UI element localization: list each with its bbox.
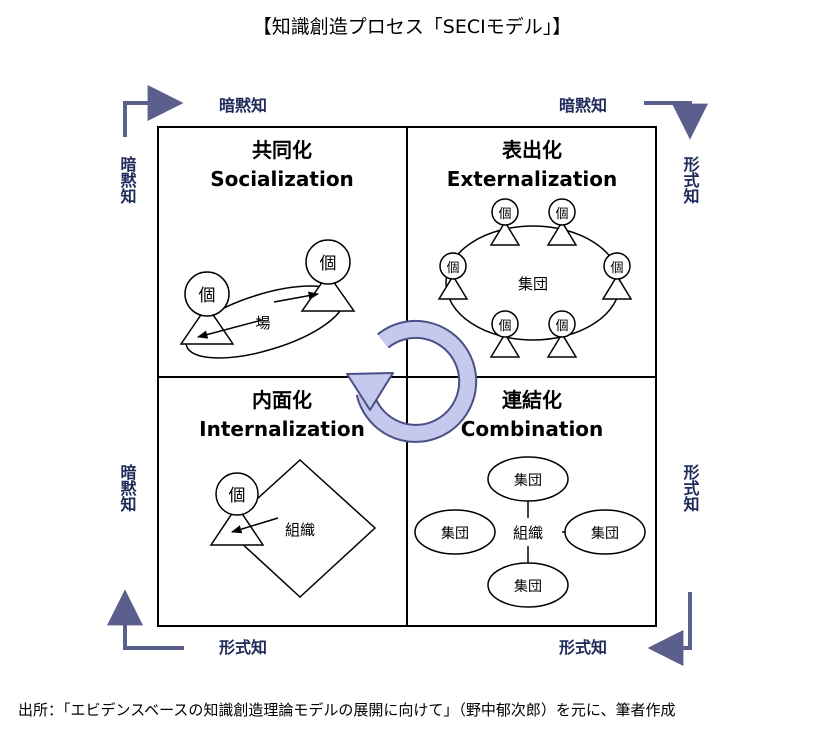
person-label: 個 [446,261,459,276]
person-node: 個 [437,252,469,300]
group-node: 集団 [487,562,569,608]
person-node: 個 [179,271,235,345]
person-label: 個 [320,254,337,274]
source-caption: 出所：「エビデンスベースの知識創造理論モデルの展開に向けて」（野中郁次郎）を元に… [18,701,675,719]
person-label: 個 [555,207,568,222]
flow-arrow-bottom-left [107,589,184,650]
person-node: 個 [489,198,521,246]
person-label: 個 [199,286,216,306]
person-node: 個 [489,310,521,358]
edge-label-bottom-left: 形式知 [219,638,267,657]
group-node: 集団 [564,509,646,555]
group-node: 集団 [487,456,569,502]
person-node: 個 [601,252,633,300]
internalize-arrow [230,517,279,534]
flow-arrow-top-right [644,101,708,140]
person-node: 個 [300,239,356,312]
socialization-title-en: Socialization [210,167,354,191]
externalization-title-jp: 表出化 [502,138,562,162]
edge-label-bottom-right: 形式知 [559,638,607,657]
organization-label: 組織 [285,521,315,539]
edge-label-top-right: 暗黙知 [559,96,607,115]
transfer-arrow [273,291,320,303]
field-label: 場 [255,314,270,332]
edge-label-right-bottom: 形式知 [681,463,700,513]
organization-label-bg [494,518,562,546]
person-label: 個 [498,319,511,334]
group-label: 集団 [441,525,469,542]
person-node: 個 [546,198,578,246]
edge-label-left-bottom: 暗黙知 [118,463,137,513]
flow-arrow-top-left [123,85,184,137]
person-label: 個 [555,319,568,334]
cycle-arrow [346,319,478,443]
person-label: 個 [498,207,511,222]
combination-title-en: Combination [461,417,604,441]
group-label: 集団 [591,525,619,542]
combination-title-jp: 連結化 [502,388,562,412]
group-label: 集団 [514,578,542,595]
person-label: 個 [610,261,623,276]
transfer-arrow [196,319,263,339]
group-node: 集団 [414,509,496,555]
internalization-title-en: Internalization [199,417,365,441]
title: 【知識創造プロセス「SECIモデル」】 [253,16,571,38]
externalization-title-en: Externalization [447,167,618,191]
group-label: 集団 [514,472,542,489]
edge-label-top-left: 暗黙知 [219,96,267,115]
organization-label: 組織 [513,524,543,542]
edge-label-right-top: 形式知 [681,155,700,205]
edge-label-left-top: 暗黙知 [118,155,137,205]
person-label: 個 [229,486,246,506]
group-label: 集団 [518,275,548,293]
internalization-title-jp: 内面化 [252,388,312,412]
person-node: 個 [546,310,578,358]
flow-arrow-bottom-right [647,592,692,666]
socialization-title-jp: 共同化 [252,138,312,162]
